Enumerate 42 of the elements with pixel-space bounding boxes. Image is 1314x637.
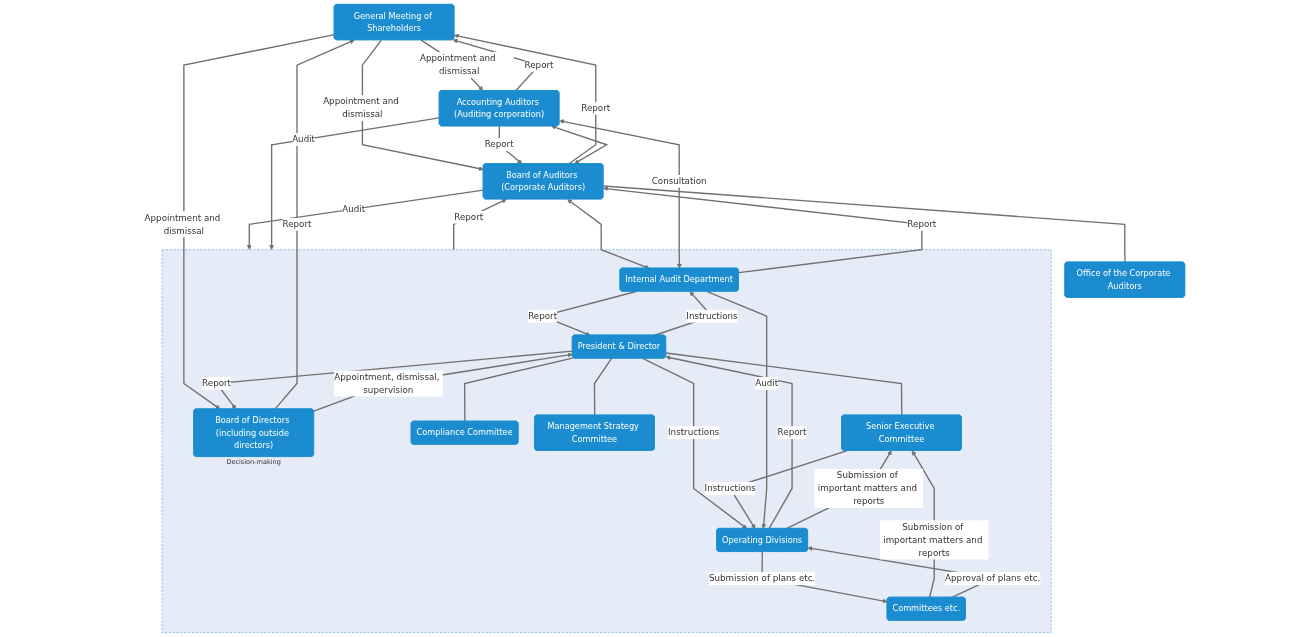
edge-label: Audit — [292, 134, 315, 145]
edge-label: Instructions — [668, 427, 720, 438]
edge-label: Instructions — [704, 483, 756, 494]
arrow — [313, 352, 573, 412]
connector — [665, 352, 903, 416]
edge-label: Appointment and dismissal — [323, 96, 399, 120]
edge-label: Report — [524, 59, 554, 71]
arrow — [641, 357, 748, 529]
edge-label: Appointment and dismissal — [419, 53, 496, 77]
arrow — [559, 119, 682, 269]
edge-label: Appointment and dismissal — [144, 212, 221, 236]
arrow — [603, 186, 923, 274]
arrow — [706, 290, 768, 529]
edge-label: Approval of plans etc. — [945, 572, 1041, 584]
edge-label: Report — [581, 102, 611, 114]
edge-label: Audit — [755, 378, 779, 389]
connector — [593, 357, 613, 416]
edge-label: Audit — [342, 203, 366, 214]
edge-label: Appointment, dismissal, supervision — [334, 371, 440, 395]
edge-label: Report — [528, 310, 558, 322]
edge-label: Report — [907, 218, 937, 230]
arrow — [665, 355, 793, 530]
edge-label: Report — [454, 211, 484, 223]
arrow — [551, 125, 609, 164]
edge-label: Instructions — [686, 310, 738, 322]
connector — [602, 185, 1126, 263]
edge-label: Report — [484, 139, 514, 150]
arrow — [246, 189, 484, 250]
edge-label: Submission of plans etc. — [708, 572, 816, 584]
edge-label: Report — [202, 378, 231, 389]
edge-label: Consultation — [651, 175, 707, 187]
edge-label: Report — [282, 218, 312, 230]
edge-label: Submission of important matters and reports — [883, 521, 983, 558]
arrow — [274, 39, 355, 410]
arrow — [567, 199, 650, 269]
connector — [463, 357, 575, 423]
edge-label: Submission of important matters and reports — [817, 469, 917, 507]
arrow — [453, 198, 507, 251]
arrow — [269, 117, 440, 250]
edge-label: Report — [777, 427, 807, 438]
arrow — [183, 33, 336, 410]
cluster — [161, 249, 1052, 633]
